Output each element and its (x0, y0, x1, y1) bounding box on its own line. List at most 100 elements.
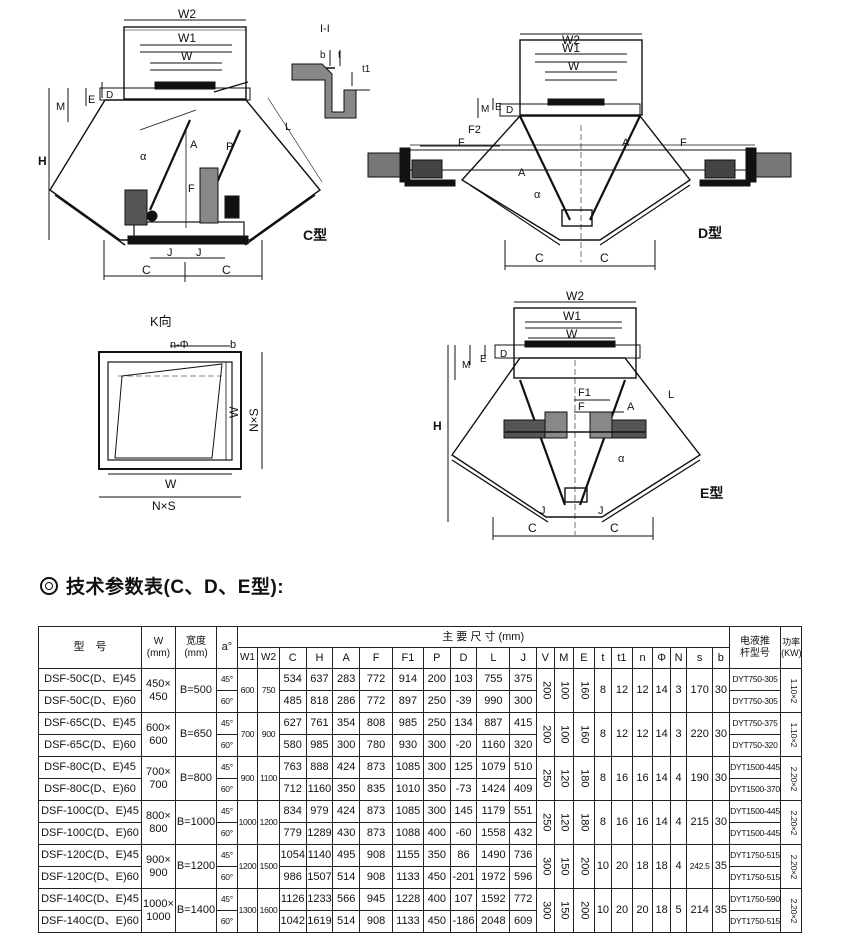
alpha-cell: 45° (216, 844, 238, 867)
width-cell: B=500 (174, 668, 218, 713)
hdr-p: P (422, 647, 451, 669)
m-cell: 100 (553, 668, 575, 713)
f-cell: 908 (359, 844, 394, 867)
actuator-cell: DYT1750-515 (728, 910, 782, 933)
d-cell: -60 (449, 822, 478, 845)
model-cell: DSF-100C(D、E)60 (38, 822, 142, 845)
w2-cell: 750 (257, 668, 280, 713)
d-cell: 125 (449, 756, 478, 779)
s-cell: 190 (686, 756, 714, 801)
j-cell: 375 (509, 668, 538, 691)
b-cell: 35 (712, 888, 730, 933)
l-cell: 755 (476, 668, 511, 691)
e-dim-f: F (578, 401, 585, 413)
h-cell: 1619 (305, 910, 334, 933)
hdr-phi: Φ (652, 647, 671, 669)
model-cell: DSF-65C(D、E)45 (38, 712, 142, 735)
hdr-model: 型 号 (38, 626, 142, 669)
actuator-cell: DYT1500-445 (728, 822, 782, 845)
f-cell: 808 (359, 712, 394, 735)
f-cell: 835 (359, 778, 394, 801)
d-dim-m: M (481, 104, 489, 115)
c-dim-a: A (190, 139, 198, 151)
e-dim-l: L (668, 389, 674, 401)
power-cell: 2.20×2 (780, 844, 802, 889)
c-dim-w2: W2 (178, 7, 196, 21)
s-cell: 170 (686, 668, 714, 713)
e-dim-h: H (433, 419, 442, 433)
c-dim-j1: J (167, 247, 173, 259)
a-cell: 430 (332, 822, 361, 845)
actuator-cell: DYT1750-515 (728, 866, 782, 889)
d-dim-a-left: A (518, 167, 526, 179)
h-cell: 888 (305, 756, 334, 779)
j-cell: 772 (509, 888, 538, 911)
hdr-f1: F1 (392, 647, 424, 669)
alpha-cell: 45° (216, 668, 238, 691)
c-cell: 534 (278, 668, 307, 691)
hdr-n: n (631, 647, 654, 669)
e-dim-j1: J (540, 505, 546, 517)
f1-cell: 930 (392, 734, 424, 757)
f1-cell: 1010 (392, 778, 424, 801)
a-cell: 566 (332, 888, 361, 911)
p-cell: 250 (422, 712, 451, 735)
v-cell-text: 200 (540, 681, 553, 700)
c-cell: 1126 (278, 888, 307, 911)
power-cell: 2.20×2 (780, 756, 802, 801)
f-cell: 873 (359, 756, 394, 779)
model-cell: DSF-140C(D、E)45 (38, 888, 142, 911)
power-cell-text: 2.20×2 (789, 854, 800, 879)
l-cell: 1179 (476, 800, 511, 823)
actuator-cell: DYT750-305 (728, 690, 782, 713)
t-cell: 10 (593, 844, 613, 889)
b-cell: 30 (712, 668, 730, 713)
h-cell: 818 (305, 690, 334, 713)
n-cell: 20 (631, 888, 654, 933)
n-count-cell: 4 (669, 844, 688, 889)
e-cell-text: 200 (578, 857, 591, 876)
n-count-cell: 3 (669, 668, 688, 713)
d-cell: 103 (449, 668, 478, 691)
e-cell: 180 (573, 756, 595, 801)
e-dim-c2: C (610, 521, 619, 535)
p-cell: 300 (422, 756, 451, 779)
c-dim-c1: C (142, 263, 151, 277)
d-cell: -20 (449, 734, 478, 757)
c-cell: 986 (278, 866, 307, 889)
w-cell: 800× 800 (140, 800, 176, 845)
w1-cell: 1300 (236, 888, 259, 933)
w2-cell: 900 (257, 712, 280, 757)
d-cell: 86 (449, 844, 478, 867)
section-heading: 技术参数表(C、D、E型): (40, 572, 284, 599)
power-cell-text: 2.20×2 (789, 810, 800, 835)
k-dim-ns-vert: N×S (247, 408, 261, 432)
d-cell: 145 (449, 800, 478, 823)
c-dim-j2: J (196, 247, 202, 259)
d-cell: -39 (449, 690, 478, 713)
d-cell: 134 (449, 712, 478, 735)
w2-cell: 1200 (257, 800, 280, 845)
l-cell: 1592 (476, 888, 511, 911)
t1-cell: 16 (611, 756, 633, 801)
hdr-j: J (509, 647, 538, 669)
w-cell: 450× 450 (140, 668, 176, 713)
power-cell-text: 1.10×2 (789, 722, 800, 747)
h-cell: 979 (305, 800, 334, 823)
alpha-cell: 60° (216, 866, 238, 889)
f-cell: 772 (359, 690, 394, 713)
c-dim-c2: C (222, 263, 231, 277)
d-dim-alpha: α (534, 189, 541, 201)
c-cell: 627 (278, 712, 307, 735)
v-cell: 250 (536, 756, 555, 801)
c-cell: 1042 (278, 910, 307, 933)
l-cell: 990 (476, 690, 511, 713)
width-cell: B=1400 (174, 888, 218, 933)
alpha-cell: 45° (216, 888, 238, 911)
hdr-e: E (573, 647, 595, 669)
m-cell-text: 100 (558, 681, 571, 700)
e-cell-text: 160 (578, 681, 591, 700)
power-cell: 1.10×2 (780, 712, 802, 757)
